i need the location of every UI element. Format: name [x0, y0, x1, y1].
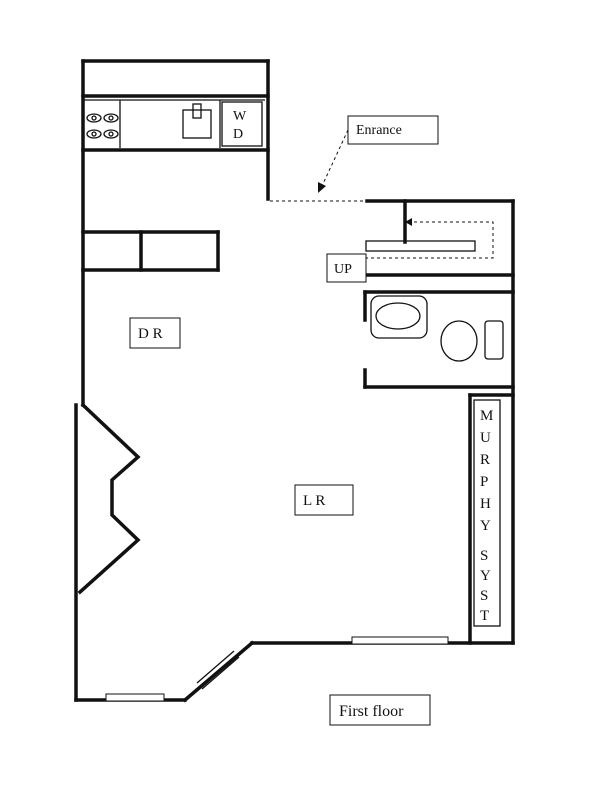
stairs-label: UP: [334, 262, 352, 277]
murphy-letter: R: [480, 452, 490, 468]
dining-room-label: D R: [138, 326, 163, 342]
murphy-letter: Y: [480, 518, 491, 534]
murphy-letter: H: [480, 496, 491, 512]
stairs: UP: [326, 199, 515, 283]
murphy-letter: S: [480, 588, 488, 604]
bay-fireplace: [77, 402, 141, 595]
washer-dryer: W D: [221, 101, 263, 147]
toilet-icon: [440, 320, 504, 362]
floor-title-label: First floor: [339, 703, 404, 720]
murphy-letter: U: [480, 430, 491, 446]
window-angled: [196, 650, 240, 690]
kitchen-counter: [81, 94, 270, 152]
window-bottom-left: [105, 693, 165, 702]
murphy-letter: P: [480, 474, 488, 490]
stairs-arrow-icon: [405, 218, 412, 226]
tub-icon: [370, 295, 428, 339]
murphy-letter: T: [480, 608, 489, 624]
stove-icon: [86, 113, 119, 139]
dining-cabinets: [81, 230, 220, 272]
living-room-label: L R: [303, 493, 325, 509]
washer-label: W: [233, 109, 247, 124]
murphy-letter: M: [480, 408, 493, 424]
exterior-walls: [74, 59, 515, 703]
murphy-system: M U R P H Y S Y S T: [468, 393, 515, 645]
entrance-label: Enrance: [356, 123, 402, 138]
dryer-label: D: [233, 127, 243, 142]
windows: [105, 636, 449, 702]
murphy-letter: Y: [480, 568, 491, 584]
murphy-letter: S: [480, 548, 488, 564]
entrance-arrow-icon: [318, 182, 326, 193]
window-bottom-right: [351, 636, 449, 645]
entrance-label-group: Enrance: [318, 115, 439, 193]
sink-icon: [182, 103, 212, 139]
room-labels: D R L R: [129, 317, 354, 516]
bathroom: [363, 290, 515, 389]
floor-title: First floor: [329, 694, 431, 726]
